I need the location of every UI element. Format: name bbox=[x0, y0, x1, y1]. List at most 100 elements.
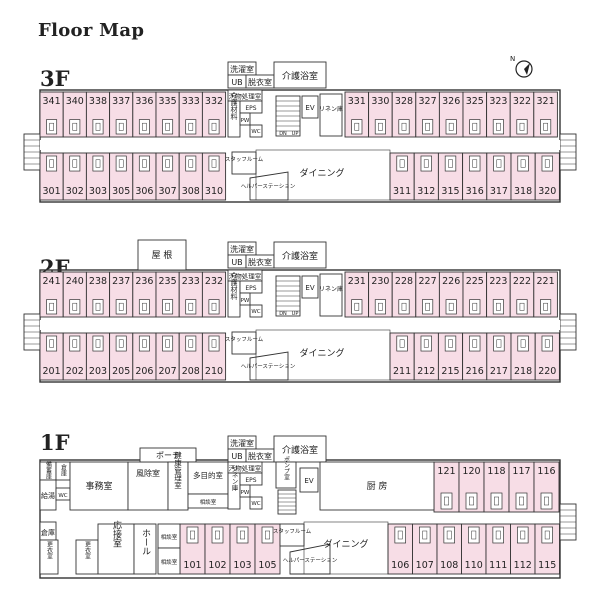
room-bathroom bbox=[208, 155, 220, 172]
staff-room-1f bbox=[279, 523, 305, 547]
toilet-icon bbox=[397, 530, 403, 540]
toilet-icon bbox=[188, 122, 194, 131]
toilet-icon bbox=[520, 339, 526, 348]
toilet-icon bbox=[265, 530, 270, 540]
pw-room bbox=[239, 292, 251, 306]
dn-label: DN bbox=[279, 131, 287, 137]
room-number: 240 bbox=[66, 276, 84, 287]
windbreak-label: 風除室 bbox=[136, 468, 160, 478]
staff-room bbox=[231, 151, 257, 175]
room-bathroom bbox=[115, 335, 127, 352]
room-number: 341 bbox=[43, 96, 61, 107]
room-bathroom bbox=[469, 119, 481, 135]
room-bathroom bbox=[46, 119, 58, 135]
toilet-icon bbox=[520, 530, 526, 540]
linen-label: リネン庫 bbox=[319, 105, 343, 113]
room-bathroom bbox=[469, 299, 481, 315]
room-bathroom bbox=[517, 526, 529, 544]
room-bathroom bbox=[443, 526, 455, 544]
care-bath bbox=[273, 61, 327, 89]
linen-1f-label: リネン庫 bbox=[230, 465, 238, 492]
room-number: 111 bbox=[489, 560, 507, 571]
locker-m-label: 更衣室 bbox=[84, 541, 91, 559]
wc-room bbox=[249, 304, 263, 318]
room-bathroom bbox=[185, 155, 197, 172]
room-number: 230 bbox=[371, 276, 389, 287]
toilet-icon bbox=[72, 122, 78, 131]
room-bathroom bbox=[115, 119, 127, 135]
ub-1f-label: UB bbox=[231, 452, 242, 461]
room-bathroom bbox=[422, 299, 434, 315]
toilet-icon bbox=[49, 339, 54, 348]
toilet-icon bbox=[446, 530, 452, 540]
corridor bbox=[40, 140, 560, 150]
toilet-icon bbox=[240, 530, 245, 540]
room-number: 301 bbox=[43, 186, 61, 197]
ub-label: UB bbox=[231, 258, 242, 267]
toilet-icon bbox=[72, 339, 78, 348]
staff-room-label: スタッフルーム bbox=[225, 335, 264, 343]
room-bathroom bbox=[420, 335, 432, 352]
roof-label: 屋 根 bbox=[152, 249, 173, 261]
room-bathroom bbox=[394, 526, 406, 544]
toilet-icon bbox=[72, 302, 78, 311]
toilet-icon bbox=[496, 122, 501, 131]
room-bathroom bbox=[541, 526, 553, 544]
room-bathroom bbox=[440, 492, 453, 510]
room-bathroom bbox=[517, 335, 529, 352]
locker-room-f bbox=[39, 539, 59, 575]
room-number: 112 bbox=[514, 560, 532, 571]
room-bathroom bbox=[92, 155, 104, 172]
roof bbox=[137, 239, 187, 271]
dining-label: ダイニング bbox=[299, 167, 344, 179]
eps-room-1f bbox=[239, 472, 263, 486]
room-number: 312 bbox=[417, 186, 435, 197]
dining-area-1f bbox=[303, 521, 389, 575]
room-bathroom bbox=[162, 155, 174, 172]
room-bathroom bbox=[162, 335, 174, 352]
counsel-2-label: 相談室 bbox=[161, 558, 178, 566]
room-number: 322 bbox=[513, 96, 531, 107]
room-bathroom bbox=[138, 155, 150, 172]
toilet-icon bbox=[496, 339, 502, 348]
room-bathroom bbox=[445, 299, 457, 315]
toilet-icon bbox=[471, 530, 477, 540]
room-number: 337 bbox=[112, 96, 130, 107]
room-bathroom bbox=[468, 526, 480, 544]
toilet-icon bbox=[211, 159, 217, 168]
room-bathroom bbox=[492, 119, 504, 135]
staff-room-label: スタッフルーム bbox=[225, 155, 264, 163]
eps-room bbox=[239, 280, 263, 294]
room-bathroom bbox=[490, 492, 503, 510]
toilet-icon bbox=[188, 302, 194, 311]
consult-room-label: 相談室 bbox=[200, 498, 217, 506]
toilet-icon bbox=[472, 122, 478, 131]
room-number: 105 bbox=[258, 560, 276, 571]
room-bathroom bbox=[444, 335, 457, 352]
dining-1f-label: ダイニング bbox=[323, 538, 368, 550]
ev-1f-label: EV bbox=[304, 477, 313, 485]
windbreak bbox=[127, 461, 169, 511]
storage-supplies-label: 備蓄庫 bbox=[45, 460, 52, 480]
laundry-1f-label: 洗濯室 bbox=[230, 438, 254, 448]
room-bathroom bbox=[469, 335, 481, 352]
toilet-icon bbox=[95, 159, 101, 168]
room-number: 321 bbox=[537, 96, 555, 107]
room-number: 241 bbox=[43, 276, 61, 287]
room-bathroom bbox=[444, 155, 457, 172]
multipurpose-room bbox=[187, 461, 229, 495]
room-number: 211 bbox=[393, 366, 411, 377]
room-bathroom bbox=[351, 299, 363, 315]
toilet-icon bbox=[188, 159, 194, 168]
hall-label: ホール bbox=[140, 528, 151, 555]
toilet-icon bbox=[118, 339, 124, 348]
eps-label: EPS bbox=[245, 285, 256, 292]
toilet-icon bbox=[519, 122, 525, 131]
room-number: 317 bbox=[490, 186, 508, 197]
room-bathroom bbox=[374, 299, 386, 315]
room-bathroom bbox=[208, 299, 220, 315]
toilet-icon bbox=[423, 339, 429, 348]
care-bath-1f bbox=[273, 435, 327, 463]
